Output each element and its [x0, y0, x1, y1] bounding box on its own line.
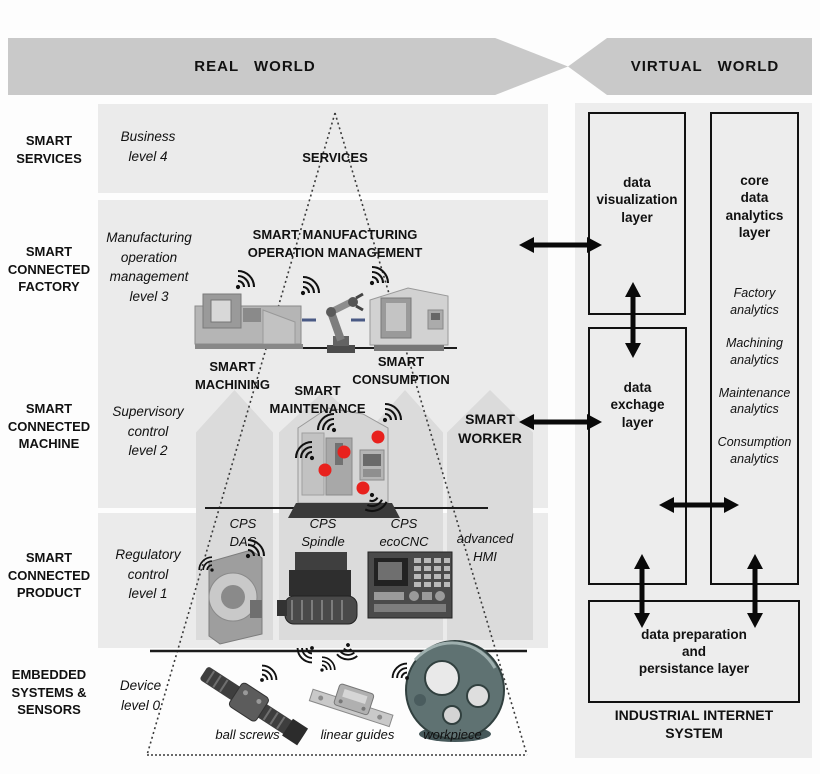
label-cps-das: CPS DAS: [229, 516, 257, 550]
label-smart-connected-product: SMART CONNECTED PRODUCT: [7, 550, 91, 601]
real-world-banner: REAL WORLD: [8, 38, 568, 95]
real-world-banner-label: REAL WORLD: [194, 58, 316, 75]
wifi-icon-spindle-left: [296, 645, 315, 664]
label-device-level0: Device level 0: [119, 678, 162, 713]
virtual-world-banner-label: VIRTUAL WORLD: [630, 58, 780, 75]
label-business-level4: Business level 4: [120, 129, 176, 164]
label-services: SERVICES: [302, 150, 368, 165]
factory-analytics-label: Factory analytics: [730, 286, 779, 317]
wifi-icon-linear-guide: [319, 656, 336, 673]
label-supervisory-level2: Supervisory control level 2: [112, 404, 184, 459]
label-cps-ecocnc: CPS ecoCNC: [379, 516, 429, 550]
label-regulatory-level1: Regulatory control level 1: [115, 547, 181, 602]
label-smart-connected-machine: SMART CONNECTED MACHINE: [7, 401, 91, 452]
label-embedded-systems-sensors: EMBEDDED SYSTEMS & SENSORS: [11, 667, 87, 718]
label-manufacturing-level3: Manufacturing operation management level…: [106, 230, 192, 304]
label-workpiece: workpiece: [423, 727, 482, 742]
industrial-internet-system-title: INDUSTRIAL INTERNET SYSTEM: [614, 707, 774, 742]
label-advanced-hmi: advanced HMI: [456, 531, 514, 565]
core-data-analytics-layer-label: core data analytics layer: [725, 173, 784, 240]
data-exchange-layer-label: data exchage layer: [610, 380, 665, 430]
consumption-analytics-label: Consumption analytics: [717, 435, 792, 467]
label-ball-screws: ball screws: [215, 727, 280, 742]
data-visualization-layer-label: data visualization layer: [596, 175, 678, 225]
data-preparation-layer-label: data preparation and persistance layer: [638, 626, 750, 677]
data-preparation-layer-box: data preparation and persistance layer: [588, 600, 800, 703]
label-smart-manufacturing-operation-management: SMART MANUFACTURING OPERATION MANAGEMENT: [247, 227, 423, 260]
linear-guide-image: [308, 683, 394, 728]
virtual-world-banner: VIRTUAL WORLD: [568, 38, 812, 95]
label-linear-guides: linear guides: [320, 727, 395, 742]
label-cps-spindle: CPS Spindle: [301, 516, 345, 550]
data-visualization-layer-box: data visualization layer: [588, 112, 686, 315]
label-smart-services: SMART SERVICES: [16, 133, 82, 166]
core-data-analytics-layer-box: core data analytics layer Factory analyt…: [710, 112, 799, 585]
wifi-icon-workpiece: [391, 662, 410, 681]
wifi-icon-ball-screw: [259, 664, 278, 683]
maintenance-analytics-label: Maintenance analytics: [718, 385, 791, 417]
machining-analytics-label: Machining analytics: [726, 335, 783, 367]
label-smart-maintenance: SMART MAINTENANCE: [269, 383, 366, 416]
data-exchange-layer-box: data exchage layer: [588, 327, 687, 585]
label-smart-worker: SMART WORKER: [458, 411, 522, 447]
label-smart-connected-factory: SMART CONNECTED FACTORY: [7, 244, 91, 295]
